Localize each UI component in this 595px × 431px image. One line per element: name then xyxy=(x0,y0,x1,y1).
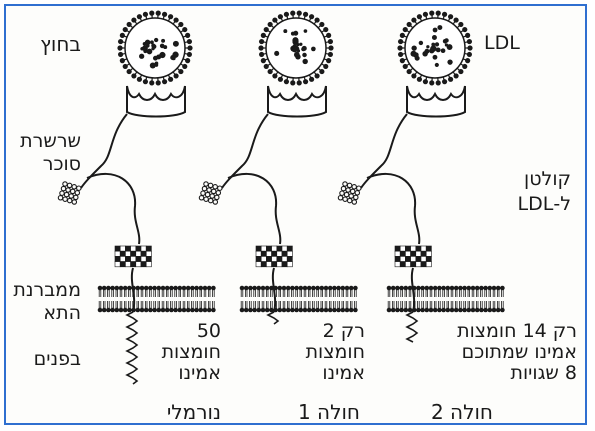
receptor-patient2-membrane-crossing xyxy=(412,268,414,312)
ldl-receptor-diagram xyxy=(6,6,589,427)
patient1-tail-line2: חומצות xyxy=(306,343,365,362)
receptor-patient1-binding-domain xyxy=(268,86,326,117)
membrane-patient1 xyxy=(240,286,358,313)
receptor-patient1-membrane-crossing xyxy=(273,268,275,312)
ldl-label: LDL xyxy=(484,34,520,53)
patient1-title: חולה 1 xyxy=(298,402,360,422)
receptor-patient1-stalk xyxy=(228,174,280,244)
receptor-normal-stalk xyxy=(87,174,139,244)
membrane-label-line1: ממברנת xyxy=(13,281,81,300)
inside-label: בפנים xyxy=(34,350,81,369)
receptor-patient2-stalk xyxy=(367,174,419,244)
normal-tail-line2: חומצות xyxy=(162,343,221,362)
normal-tail-line1: 50 xyxy=(197,322,221,341)
receptor-patient2-transmembrane-block xyxy=(395,246,431,267)
receptor-patient1-ldl-particle xyxy=(258,11,333,86)
receptor-label-line1: קולטן xyxy=(524,170,571,189)
patient2-tail-line1: רק 14 חומצות xyxy=(457,322,577,341)
sugar-chain-label-line1: שרשרת xyxy=(20,132,81,151)
normal-tail-line3: אמינו xyxy=(178,364,221,383)
receptor-patient2 xyxy=(338,86,465,342)
receptor-patient1-transmembrane-block xyxy=(256,246,292,267)
receptor-patient2-ldl-particle xyxy=(397,11,472,86)
membrane-label-line2: התא xyxy=(43,304,81,323)
membrane-normal xyxy=(98,286,216,313)
receptor-label-line2: ל-LDL xyxy=(518,195,571,214)
receptor-normal-sugar-chain xyxy=(58,182,81,204)
patient2-tail-line2: אמינו שמתוכם xyxy=(462,343,577,362)
receptor-normal-cytoplasmic-tail xyxy=(127,312,137,384)
patient1-tail-line1: רק 2 xyxy=(323,322,365,341)
normal-title: נורמלי xyxy=(167,402,221,422)
sugar-chain-label-line2: סוכר xyxy=(43,155,81,174)
outside-label: בחוץ xyxy=(40,34,81,54)
diagram-frame: בחוץ שרשרת סוכר ממברנת התא בפנים LDL קול… xyxy=(4,4,587,425)
receptor-patient2-cytoplasmic-tail xyxy=(407,312,417,342)
patient2-title: חולה 2 xyxy=(431,402,493,422)
receptor-normal-binding-domain xyxy=(127,86,185,117)
receptor-patient1-cytoplasmic-tail xyxy=(268,312,278,324)
patient2-tail-line3: 8 שגויות xyxy=(510,364,577,383)
membrane-patient2 xyxy=(387,286,505,313)
receptor-patient2-binding-domain xyxy=(407,86,465,117)
patient1-tail-line3: אמינו xyxy=(322,364,365,383)
receptor-normal-ldl-particle xyxy=(117,11,192,86)
receptor-normal-transmembrane-block xyxy=(115,246,151,267)
receptor-patient1-sugar-chain xyxy=(199,182,222,204)
receptor-patient2-sugar-chain xyxy=(338,182,361,204)
receptor-normal-membrane-crossing xyxy=(132,268,134,312)
